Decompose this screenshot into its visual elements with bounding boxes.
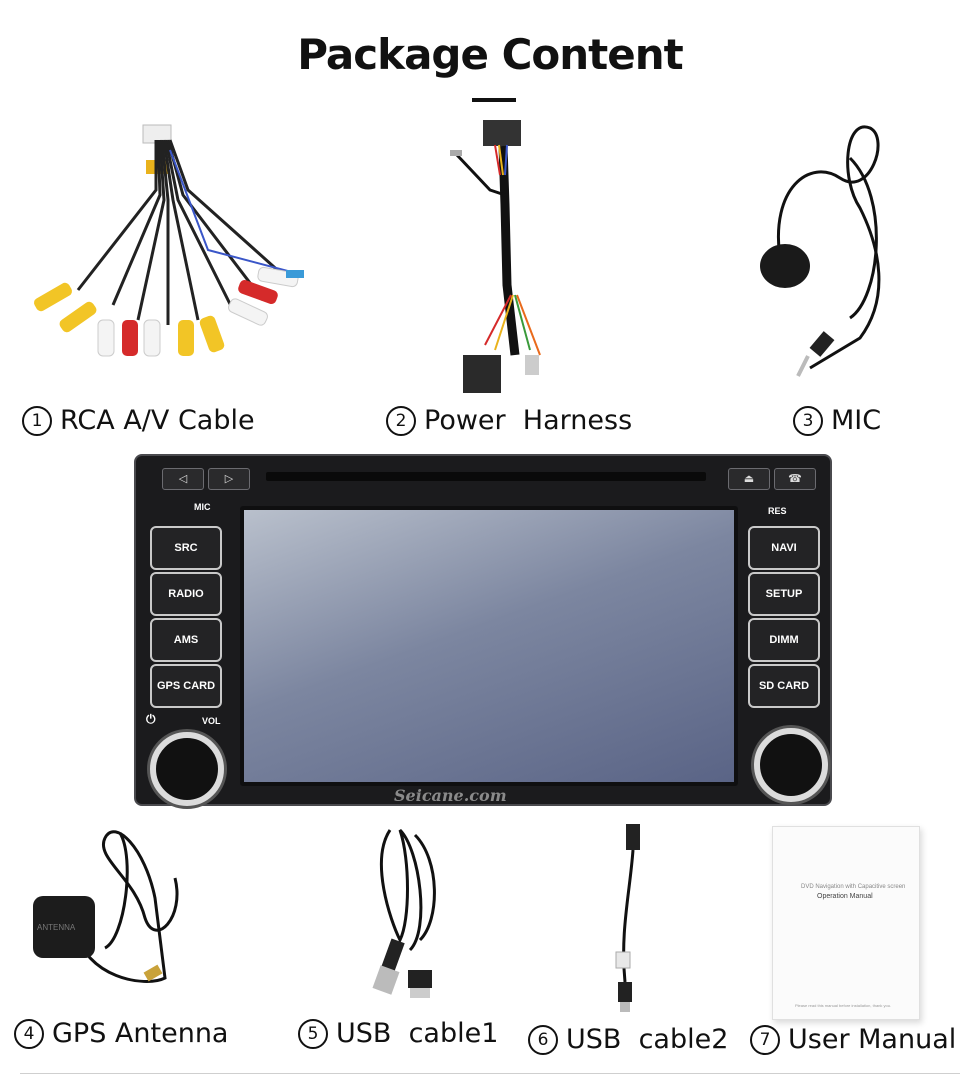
item-rca-cable: 1 RCA A/V Cable — [22, 405, 255, 436]
gps-antenna-label: ANTENNA — [37, 923, 76, 932]
item-number: 5 — [298, 1018, 328, 1049]
item-gps-antenna: 4 GPS Antenna — [14, 1018, 228, 1049]
next-button[interactable]: ▷ — [208, 468, 250, 490]
prev-button[interactable]: ◁ — [162, 468, 204, 490]
user-manual-image: DVD Navigation with Capacitive screen Op… — [772, 826, 920, 1020]
item-label: GPS Antenna — [52, 1018, 229, 1049]
ams-button[interactable]: AMS — [150, 618, 222, 662]
head-unit: ◁ ▷ ⏏ ☎ MIC RES SRC RADIO AMS GPS CARD N… — [134, 454, 832, 806]
item-label: USB cable2 — [566, 1024, 729, 1055]
item-number: 4 — [14, 1018, 44, 1049]
eject-button[interactable]: ⏏ — [728, 468, 770, 490]
rca-cable-image — [34, 124, 304, 357]
res-label: RES — [768, 506, 787, 516]
item-label: User Manual — [788, 1024, 957, 1055]
setup-button[interactable]: SETUP — [748, 572, 820, 616]
volume-knob[interactable] — [150, 732, 224, 806]
item-label: MIC — [831, 405, 882, 436]
item-label: RCA A/V Cable — [60, 405, 255, 436]
display-screen[interactable] — [240, 506, 738, 786]
gps-card-button[interactable]: GPS CARD — [150, 664, 222, 708]
item-mic: 3 MIC — [793, 405, 881, 436]
src-button[interactable]: SRC — [150, 526, 222, 570]
item-number: 6 — [528, 1024, 558, 1055]
power-icon: ⏻ — [146, 712, 156, 726]
tune-knob[interactable] — [754, 728, 828, 802]
sd-card-button[interactable]: SD CARD — [748, 664, 820, 708]
phone-button[interactable]: ☎ — [774, 468, 816, 490]
manual-footer: Please read this manual before installat… — [795, 1003, 892, 1008]
title-divider — [472, 98, 516, 102]
radio-button[interactable]: RADIO — [150, 572, 222, 616]
brand-watermark: Seicane.com — [394, 786, 507, 805]
item-usb-cable1: 5 USB cable1 — [298, 1018, 498, 1049]
item-number: 1 — [22, 405, 52, 436]
mic-label: MIC — [194, 502, 211, 512]
item-label: USB cable1 — [336, 1018, 499, 1049]
item-user-manual: 7 User Manual — [750, 1024, 956, 1055]
usb-cable2-image — [615, 824, 640, 1012]
item-usb-cable2: 6 USB cable2 — [528, 1024, 728, 1055]
item-number: 7 — [750, 1024, 780, 1055]
dimm-button[interactable]: DIMM — [748, 618, 820, 662]
disc-slot — [266, 472, 706, 481]
item-power-harness: 2 Power Harness — [386, 405, 632, 436]
manual-subtitle: DVD Navigation with Capacitive screen — [801, 884, 906, 890]
power-harness-image — [450, 120, 541, 393]
gps-antenna-image: ANTENNA — [33, 830, 179, 983]
page-title: Package Content — [297, 30, 683, 79]
mic-image — [760, 125, 881, 377]
bottom-divider — [20, 1073, 960, 1074]
item-number: 2 — [386, 405, 416, 436]
vol-label: VOL — [202, 716, 221, 726]
item-number: 3 — [793, 405, 823, 436]
manual-title: Operation Manual — [817, 893, 873, 900]
navi-button[interactable]: NAVI — [748, 526, 820, 570]
item-label: Power Harness — [424, 405, 633, 436]
usb-cable1-image — [372, 828, 436, 998]
